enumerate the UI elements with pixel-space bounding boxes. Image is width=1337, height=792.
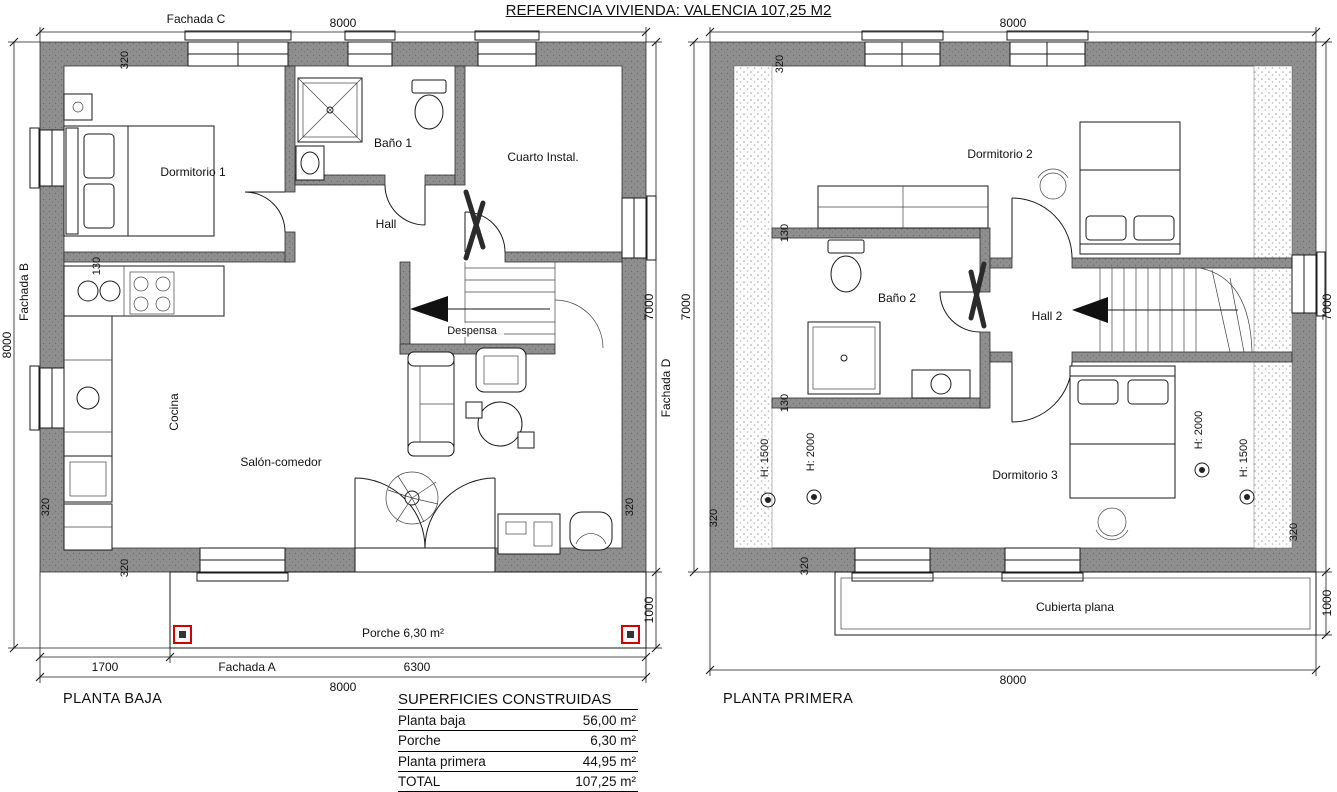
ff-bed-dormitorio2 [1037, 121, 1181, 255]
room-label-hall2: Hall 2 [1032, 309, 1063, 323]
ff-wardrobe [817, 185, 989, 229]
ff-stair-arrow [1072, 297, 1108, 323]
room-label-dormitorio3: Dormitorio 3 [992, 468, 1058, 482]
gf-doors [244, 184, 506, 261]
height-label-h2000: H: 2000 [805, 433, 817, 472]
area-row-label: Planta baja [398, 713, 466, 728]
dim-label-right: 7000 [1320, 293, 1334, 320]
room-label-dormitorio1: Dormitorio 1 [160, 165, 226, 179]
facade-d-label: Fachada D [659, 358, 673, 417]
room-label-hall: Hall [376, 217, 397, 231]
room-label-porche: Porche 6,30 m² [362, 626, 444, 640]
ground-floor-caption: PLANTA BAJA [63, 691, 163, 707]
wall-thickness-label: 320 [708, 509, 720, 527]
dim-label-roof-depth: 1000 [1320, 589, 1334, 616]
dim-label-left: 7000 [679, 293, 693, 320]
dim-label-porch-depth: 1000 [642, 596, 656, 623]
gf-bed-dormitorio1 [63, 93, 215, 237]
wall-thickness-label: 320 [40, 498, 52, 516]
partition-thickness-label: 130 [779, 394, 791, 412]
dim-label-6300: 6300 [404, 660, 431, 674]
gf-interior-walls [63, 65, 623, 355]
height-label-h1500: H: 1500 [759, 439, 771, 478]
area-row-label: Planta primera [398, 753, 486, 769]
height-label-h1500: H: 1500 [1238, 439, 1250, 478]
gf-kitchen-fixtures [63, 265, 225, 551]
area-row-value: 6,30 m² [590, 733, 636, 749]
areas-table-title: SUPERFICIES CONSTRUIDAS [398, 691, 638, 710]
ff-interior-walls [771, 227, 1293, 409]
wall-thickness-label: 320 [119, 51, 131, 69]
dim-label-bottom: 8000 [1000, 673, 1027, 687]
areas-table-row: Planta baja 56,00 m² [398, 711, 638, 732]
ff-height-markers [760, 462, 1255, 508]
ff-dimension-lines [688, 27, 1332, 676]
areas-table-row: Planta primera 44,95 m² [398, 752, 638, 772]
dim-label-right: 7000 [642, 293, 656, 320]
ff-bano2-fixtures [807, 239, 971, 399]
wall-thickness-label: 320 [1288, 523, 1300, 541]
wall-thickness-label: 320 [119, 559, 131, 577]
areas-table: SUPERFICIES CONSTRUIDAS Planta baja 56,0… [398, 691, 638, 792]
gf-labels: Fachada C 8000 8000 Fachada B 7000 Facha… [0, 12, 673, 694]
area-row-label: Porche [398, 733, 441, 749]
facade-b-label: Fachada B [17, 263, 31, 321]
gf-dimension-lines [8, 27, 662, 683]
facade-c-label: Fachada C [167, 12, 226, 26]
ground-floor-plan: Fachada C 8000 8000 Fachada B 7000 Facha… [0, 12, 673, 694]
ff-exterior-walls [709, 41, 1317, 573]
room-label-salon: Salón-comedor [240, 455, 321, 469]
areas-table-row: Porche 6,30 m² [398, 731, 638, 752]
room-label-cubierta: Cubierta plana [1036, 600, 1114, 614]
gf-windows [29, 30, 657, 582]
dim-label-top: 8000 [330, 16, 357, 30]
areas-table-row: TOTAL 107,25 m² [398, 772, 638, 792]
ff-windows [851, 30, 1326, 582]
area-row-value: 44,95 m² [582, 753, 636, 769]
dim-label-top: 8000 [1000, 16, 1027, 30]
room-label-cuarto-instal: Cuarto Instal. [507, 150, 578, 164]
dim-label-bottom-total: 8000 [330, 680, 357, 694]
first-floor-caption: PLANTA PRIMERA [723, 691, 854, 707]
ff-labels: 8000 7000 7000 1000 8000 320 320 320 320… [679, 16, 1334, 687]
height-label-h2000: H: 2000 [1193, 411, 1205, 450]
room-label-cocina: Cocina [167, 393, 181, 431]
dim-label-left: 8000 [0, 331, 14, 358]
ff-cubierta-plana [834, 571, 1317, 636]
gf-porch [169, 571, 647, 649]
ff-sloped-ceiling-bands [733, 65, 1293, 549]
room-label-bano1: Baño 1 [374, 136, 412, 150]
room-label-dormitorio2: Dormitorio 2 [967, 147, 1033, 161]
ff-bed-dormitorio3 [1069, 365, 1176, 541]
wall-thickness-label: 320 [799, 557, 811, 575]
facade-a-label: Fachada A [218, 660, 275, 674]
area-row-value: 107,25 m² [575, 773, 636, 789]
dim-label-1700: 1700 [92, 660, 119, 674]
gf-salon-furniture [385, 347, 613, 555]
room-label-bano2: Baño 2 [878, 291, 916, 305]
gf-stair-arrow [410, 296, 448, 322]
area-row-label: TOTAL [398, 773, 441, 789]
wall-thickness-label: 320 [624, 498, 636, 516]
drawing-title: REFERENCIA VIVIENDA: VALENCIA 107,25 M2 [505, 2, 832, 19]
ff-room-labels: Dormitorio 2 Baño 2 Hall 2 Dormitorio 3 … [878, 147, 1114, 614]
gf-room-labels: Dormitorio 1 Baño 1 Cuarto Instal. Hall … [160, 136, 578, 640]
ff-stairs [1072, 267, 1253, 353]
ff-doors [939, 197, 1073, 423]
area-row-value: 56,00 m² [582, 713, 636, 728]
room-label-despensa: Despensa [447, 325, 497, 337]
gf-stairs [410, 262, 604, 349]
gf-bano1-fixtures [295, 77, 447, 181]
wall-thickness-label: 320 [774, 55, 786, 73]
first-floor-plan: 8000 7000 7000 1000 8000 320 320 320 320… [679, 16, 1334, 687]
partition-thickness-label: 130 [91, 257, 103, 275]
partition-thickness-label: 130 [779, 224, 791, 242]
